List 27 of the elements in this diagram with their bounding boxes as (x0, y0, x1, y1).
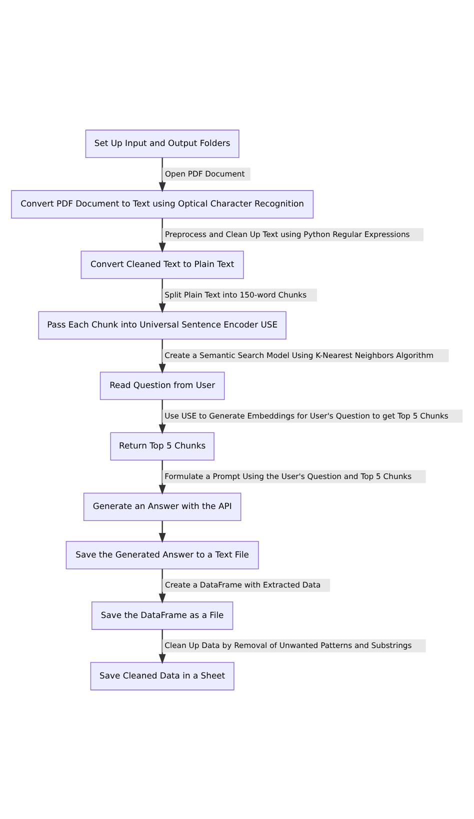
node-box: Return Top 5 Chunks (110, 432, 214, 460)
node-box: Convert Cleaned Text to Plain Text (80, 250, 244, 279)
edge-label: Preprocess and Clean Up Text using Python Regular Expressions (165, 229, 410, 238)
arrow (158, 520, 166, 542)
edge-label: Split Plain Text into 150-word Chunks (164, 290, 307, 299)
arrow (158, 399, 166, 434)
arrow (158, 157, 166, 192)
node-box: Convert PDF Document to Text using Optical Character Recognition (11, 190, 314, 218)
node-box: Save the DataFrame as a File (91, 600, 234, 630)
arrow (158, 629, 166, 664)
node-box: Generate an Answer with the API (83, 492, 242, 521)
edge-label: Use USE to Generate Embeddings for User's Question to get Top 5 Chunks (164, 410, 448, 420)
arrow (158, 338, 166, 374)
arrow (158, 218, 166, 252)
edge-label: Open PDF Document (165, 168, 245, 178)
edge-label: Create a Semantic Search Model Using K-Nearest Neighbors Algorithm (164, 350, 434, 360)
edge-label: Clean Up Data by Removal of Unwanted Patterns and Substrings (164, 640, 412, 650)
node-box: Pass Each Chunk into Universal Sentence Encoder USE (38, 310, 286, 340)
arrow (158, 460, 166, 494)
arrow (158, 278, 166, 313)
node-box: Save Cleaned Data in a Sheet (90, 661, 234, 690)
node-box: Save the Generated Answer to a Text File (66, 540, 259, 569)
node-box: Set Up Input and Output Folders (85, 129, 240, 158)
edge-label: Create a DataFrame with Extracted Data (165, 580, 321, 590)
arrow (158, 568, 166, 604)
node-box: Read Question from User (100, 371, 225, 400)
edge-label: Formulate a Prompt Using the User's Question and Top 5 Chunks (164, 471, 412, 480)
